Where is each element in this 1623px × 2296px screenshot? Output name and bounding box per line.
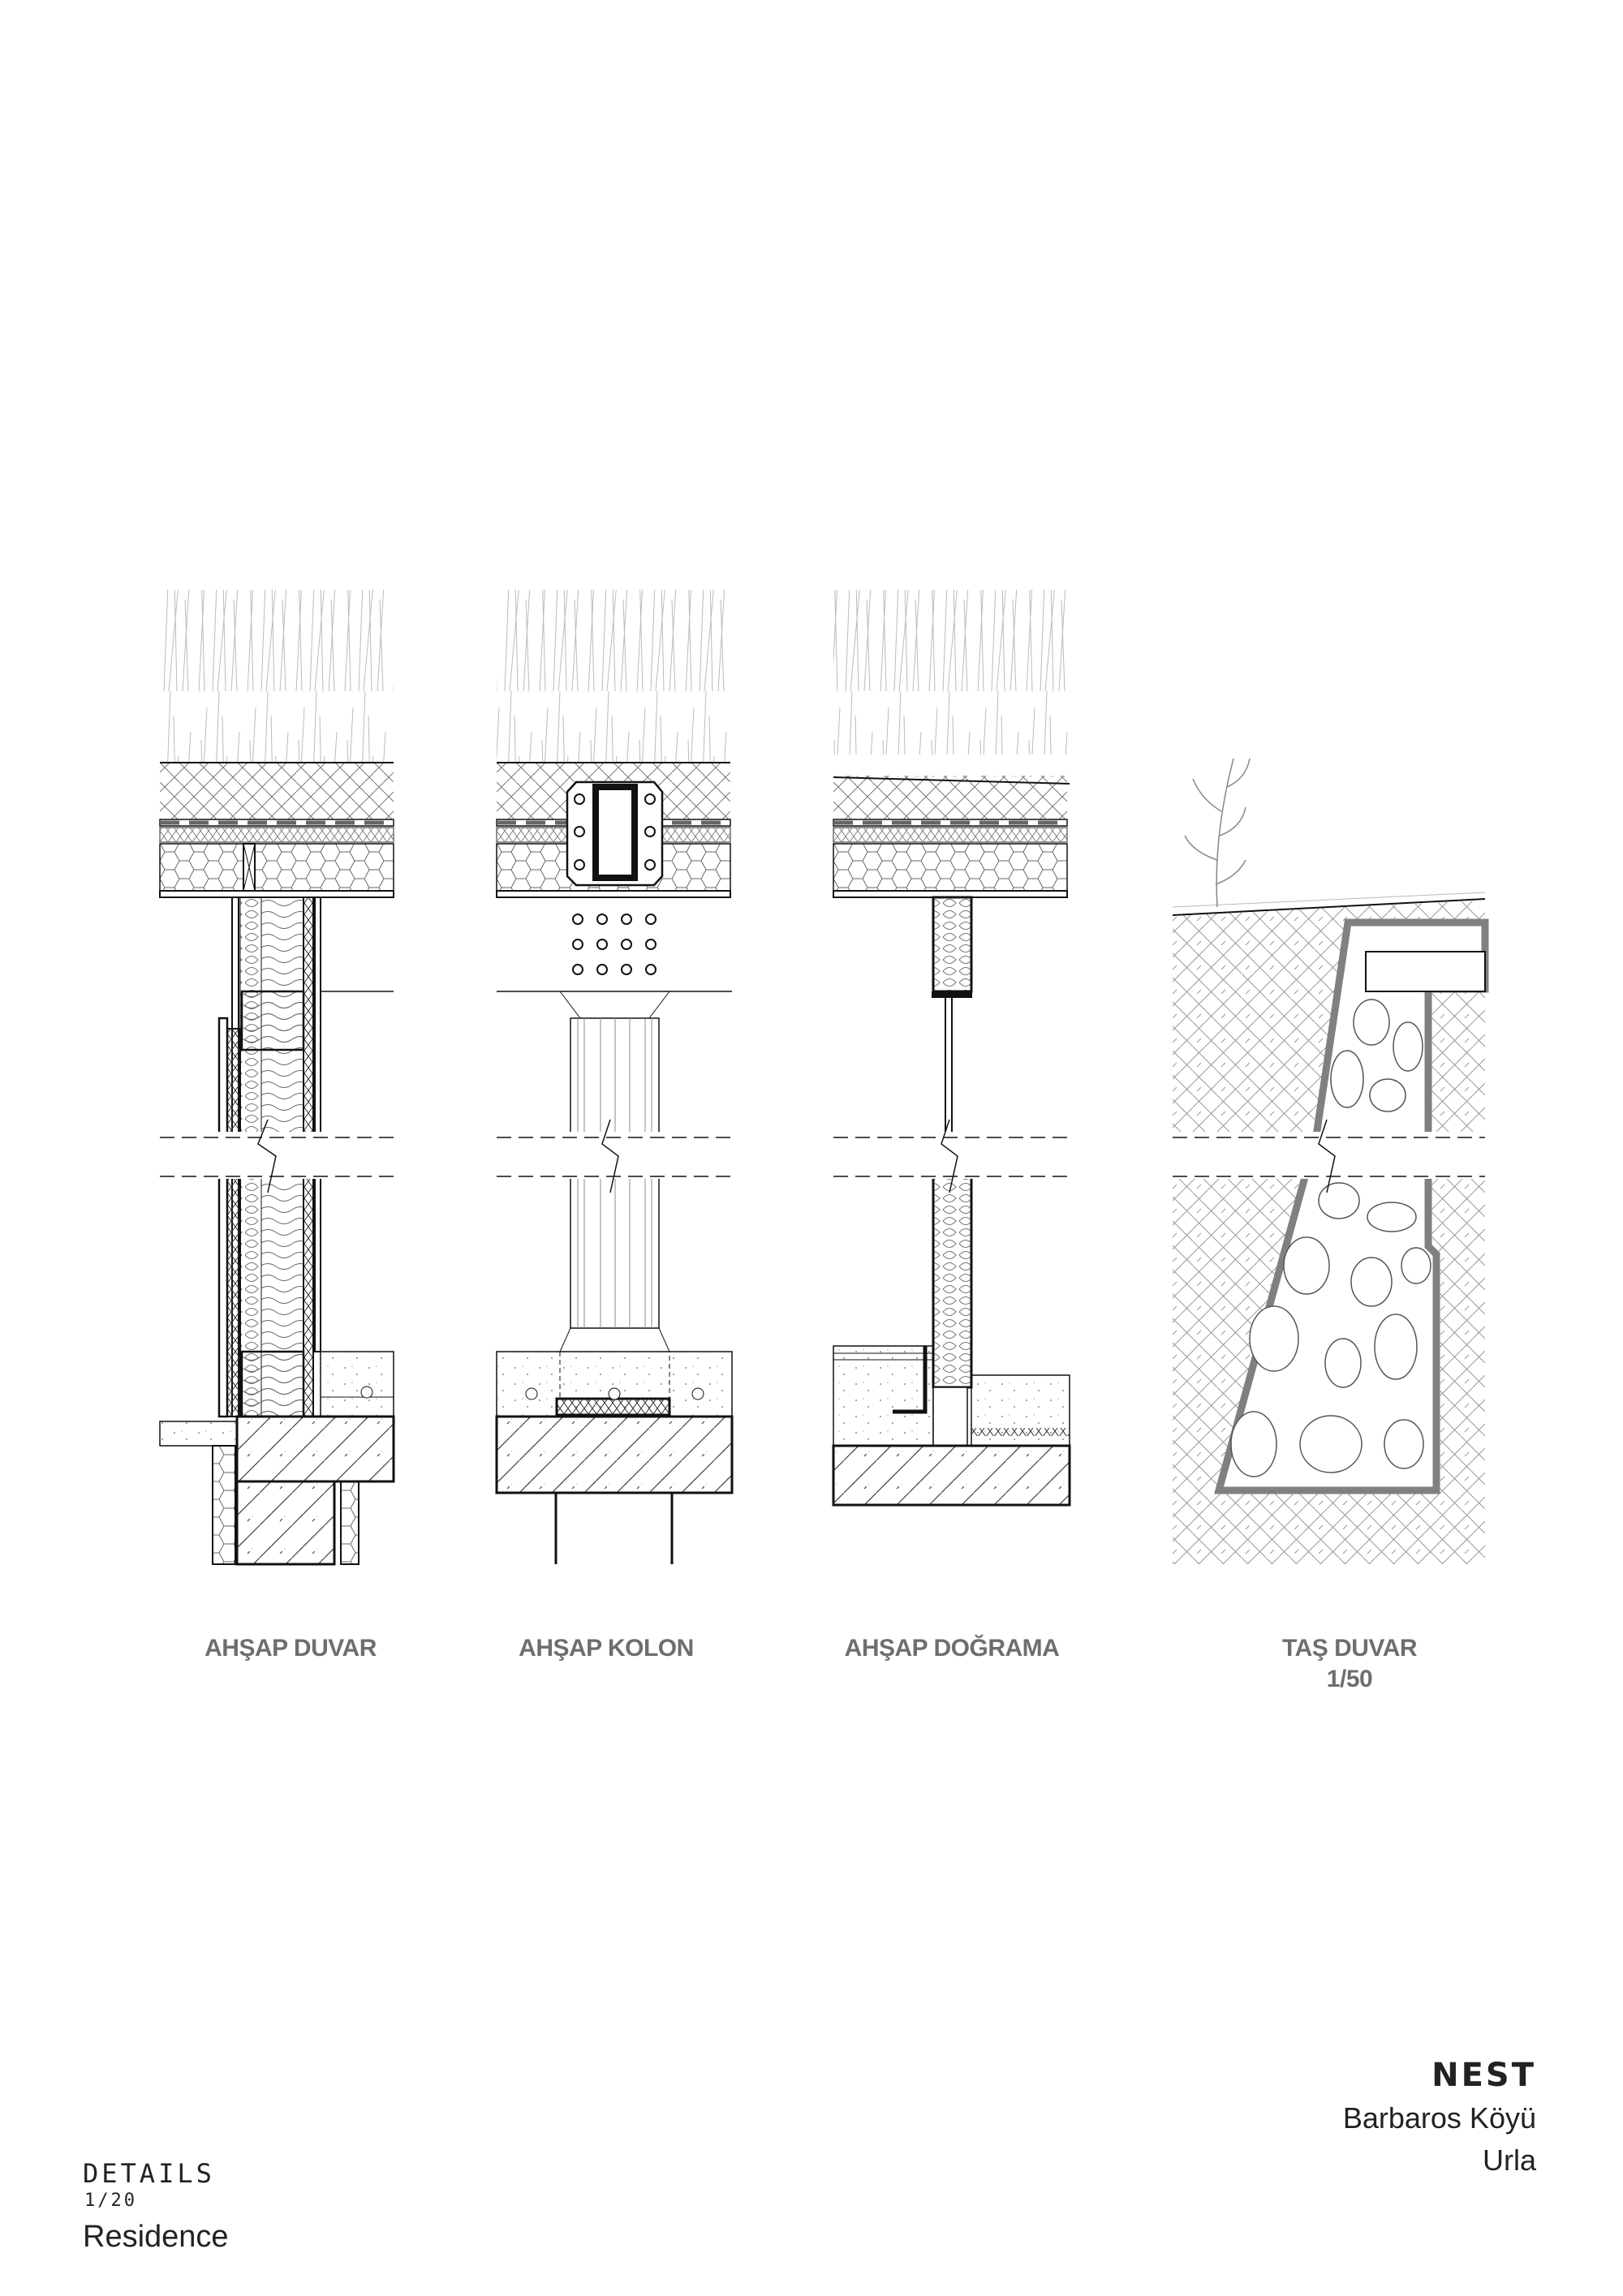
detail-label-ahsap-kolon: AHŞAP KOLON: [519, 1635, 694, 1662]
plant-sketch: [1184, 758, 1251, 908]
detail-ahsap-kolon: [497, 763, 734, 1564]
grass-sketch: [160, 590, 394, 763]
detail-label-tas-duvar: TAŞ DUVAR: [1281, 1635, 1418, 1662]
stone-infill: [1230, 999, 1431, 1477]
detail-label-ahsap-duvar: AHŞAP DUVAR: [204, 1635, 377, 1662]
detail-ahsap-duvar: [160, 763, 394, 1566]
detail-scale-tas-duvar: 1/50: [1326, 1666, 1373, 1692]
grass-sketch: [833, 590, 1070, 777]
project-title: NEST: [1431, 2057, 1536, 2094]
location-line-2: Urla: [1482, 2143, 1536, 2177]
sheet-title: DETAILS: [83, 2158, 215, 2189]
sheet-scale: 1/20: [84, 2191, 137, 2211]
detail-tas-duvar: [1172, 758, 1489, 1564]
building-type: Residence: [83, 2220, 229, 2254]
location-line-1: Barbaros Köyü: [1342, 2101, 1536, 2135]
detail-label-ahsap-dograma: AHŞAP DOĞRAMA: [844, 1635, 1060, 1662]
grass-sketch: [497, 590, 732, 763]
detail-ahsap-dograma: [833, 755, 1071, 1507]
